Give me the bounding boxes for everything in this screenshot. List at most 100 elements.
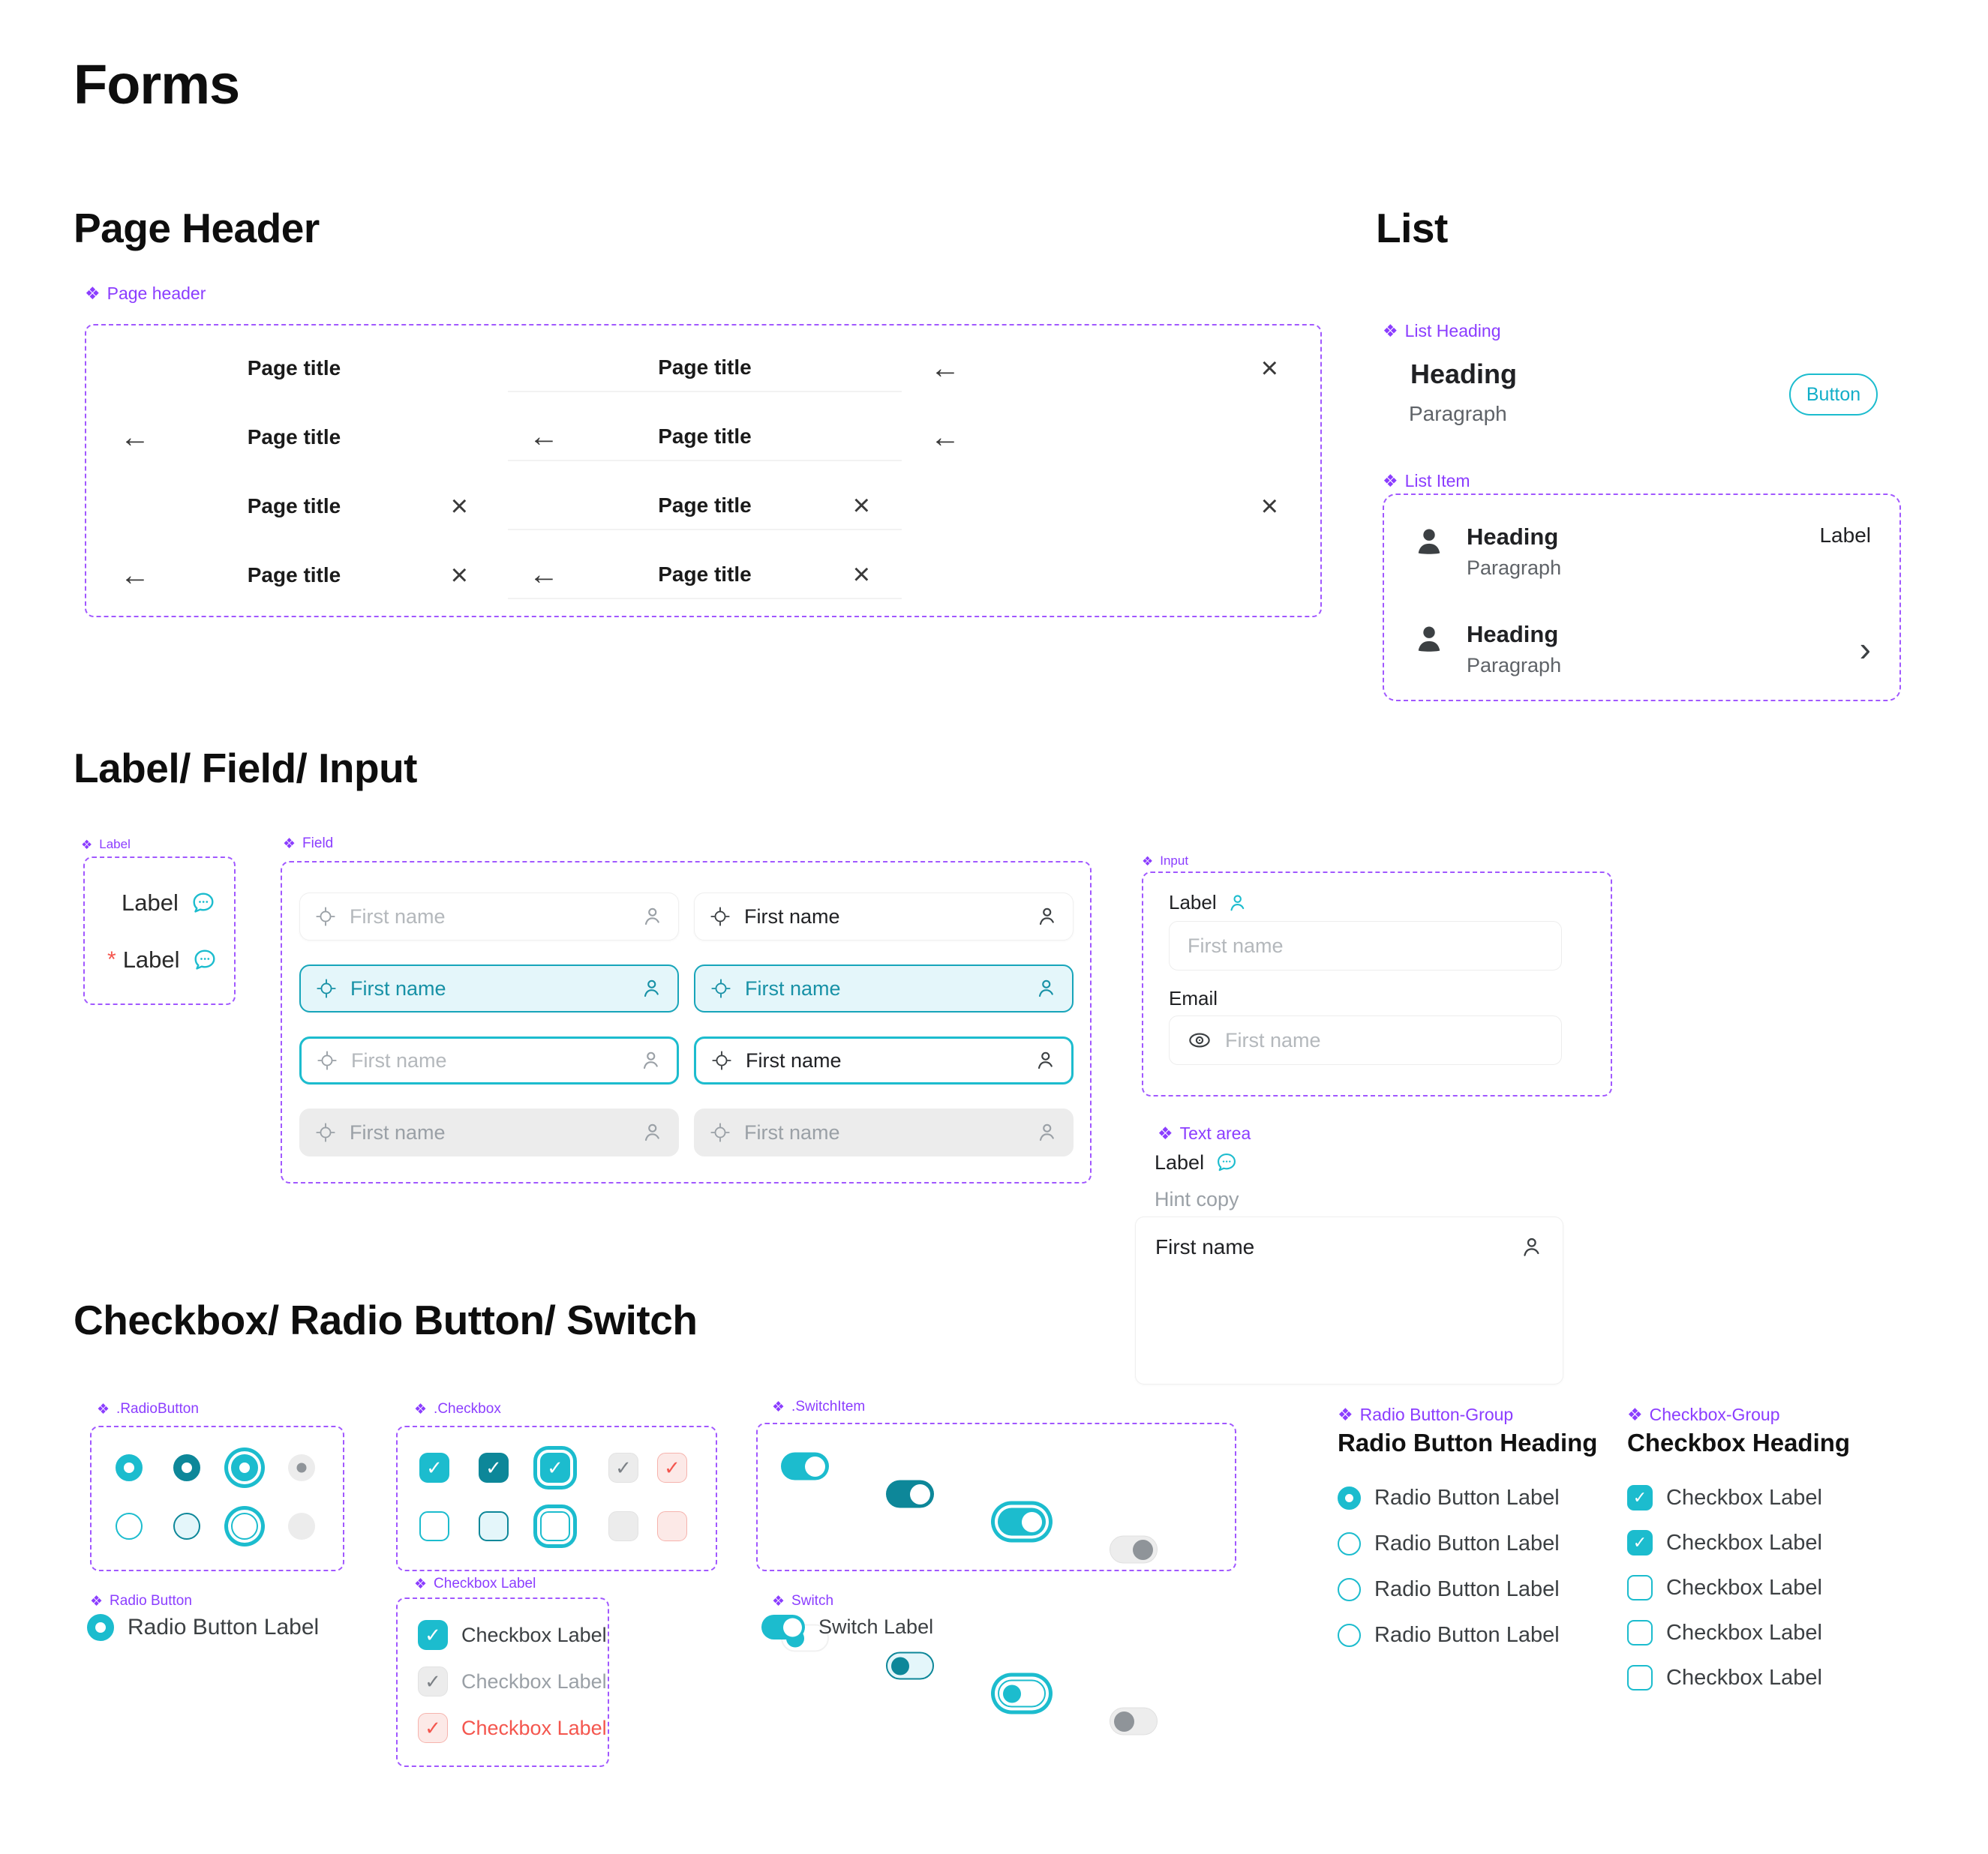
page-header-component-frame: Page title Page title ← × ← Page title ←… [85, 324, 1322, 617]
radio-selected[interactable] [116, 1454, 143, 1481]
radio-selected-focus[interactable] [231, 1454, 258, 1481]
switch-off-focus[interactable] [998, 1679, 1046, 1708]
checkbox-group-item[interactable]: Checkbox Label [1627, 1575, 1822, 1600]
switch-on[interactable] [781, 1452, 829, 1480]
component-diamond-icon: ❖ [1627, 1405, 1643, 1424]
checkbox-unchecked-error[interactable] [657, 1511, 687, 1541]
switch-label-text: Switch Label [818, 1616, 934, 1638]
switch-on-pressed[interactable] [886, 1480, 934, 1508]
eye-icon[interactable] [1188, 1028, 1212, 1052]
header-variant: ← Page title [508, 413, 902, 461]
section-heading-list: List [1376, 205, 1448, 251]
close-icon[interactable]: × [852, 488, 870, 522]
text-field-filled[interactable]: First name [694, 892, 1074, 940]
list-heading-paragraph: Paragraph [1409, 402, 1507, 425]
list-item[interactable]: Heading Paragraph Label [1413, 524, 1871, 580]
checkbox-checked[interactable]: ✓ [1627, 1485, 1653, 1510]
list-heading-button[interactable]: Button [1789, 374, 1878, 416]
switch-on-focus[interactable] [998, 1508, 1046, 1536]
textarea-input[interactable]: First name [1135, 1216, 1563, 1384]
close-icon[interactable]: × [450, 558, 468, 592]
checkbox-label-text: Checkbox Label [1666, 1620, 1822, 1645]
checkbox-unchecked[interactable] [1627, 1575, 1653, 1600]
radio-group-item[interactable]: Radio Button Label [1338, 1486, 1560, 1510]
person-outline-icon [1227, 892, 1248, 914]
checkbox-checked-error[interactable]: ✓ [418, 1713, 448, 1743]
radio-unselected[interactable] [1338, 1578, 1361, 1601]
checkbox-with-label[interactable]: ✓ Checkbox Label [418, 1620, 607, 1650]
checkbox-label-text: Checkbox Label [1666, 1530, 1822, 1555]
radio-with-label[interactable]: Radio Button Label [87, 1614, 319, 1641]
crosshair-icon [710, 978, 731, 999]
placeholder-text: First name [350, 904, 446, 928]
radio-group-item[interactable]: Radio Button Label [1338, 1623, 1560, 1648]
component-diamond-icon: ❖ [85, 284, 101, 303]
check-icon: ✓ [426, 1456, 443, 1479]
back-arrow-icon[interactable]: ← [930, 420, 960, 454]
radio-unselected-pressed[interactable] [173, 1513, 200, 1540]
back-arrow-icon[interactable]: ← [529, 557, 559, 591]
radio-unselected[interactable] [1338, 1532, 1361, 1556]
header-variant: Page title [114, 344, 474, 392]
page-title-text: Page title [247, 356, 341, 380]
close-icon[interactable]: × [1260, 351, 1278, 385]
checkbox-group-item[interactable]: ✓ Checkbox Label [1627, 1485, 1822, 1510]
component-tag-text-area: ❖ Text area [1158, 1124, 1251, 1143]
email-label: Email [1169, 987, 1218, 1010]
text-field-active-filled[interactable]: First name [694, 1036, 1074, 1084]
back-arrow-icon[interactable]: ← [930, 351, 960, 385]
switch-on[interactable] [761, 1615, 805, 1640]
section-heading-label-field-input: Label/ Field/ Input [74, 745, 418, 791]
checkbox-group-item[interactable]: ✓ Checkbox Label [1627, 1530, 1822, 1556]
checkbox-checked-error[interactable]: ✓ [657, 1453, 687, 1483]
text-field-active[interactable]: First name [299, 1036, 679, 1084]
text-field-default[interactable]: First name [299, 892, 679, 940]
checkbox-unchecked[interactable] [1627, 1620, 1653, 1646]
switch-knob [1133, 1539, 1153, 1560]
switch-with-label[interactable]: Switch Label [761, 1615, 933, 1640]
checkbox-checked-focus[interactable]: ✓ [540, 1453, 570, 1483]
checkbox-group-item[interactable]: Checkbox Label [1627, 1665, 1822, 1690]
component-tag-list-heading: ❖ List Heading [1383, 321, 1501, 340]
close-icon[interactable]: × [450, 489, 468, 523]
text-field-focused-tint[interactable]: First name [299, 964, 679, 1012]
checkbox-checked[interactable]: ✓ [418, 1620, 448, 1650]
close-icon[interactable]: × [852, 557, 870, 591]
checkbox-unchecked[interactable] [419, 1511, 449, 1541]
list-item[interactable]: Heading Paragraph › [1413, 621, 1871, 677]
chevron-right-icon[interactable]: › [1859, 629, 1871, 669]
radio-selected-pressed[interactable] [173, 1454, 200, 1481]
radio-selected[interactable] [1338, 1486, 1361, 1510]
checkbox-checked[interactable]: ✓ [419, 1453, 449, 1483]
radio-unselected[interactable] [116, 1513, 143, 1540]
tooltip-chat-icon[interactable] [190, 890, 217, 916]
check-icon: ✓ [1632, 1533, 1647, 1552]
radio-group-item[interactable]: Radio Button Label [1338, 1532, 1560, 1556]
component-diamond-icon: ❖ [1338, 1405, 1353, 1424]
list-item-trailing-label: Label [1819, 524, 1871, 547]
checkbox-unchecked-focus[interactable] [540, 1511, 570, 1541]
radio-unselected-focus[interactable] [231, 1513, 258, 1540]
email-input[interactable]: First name [1169, 1016, 1562, 1065]
checkbox-with-label-error[interactable]: ✓ Checkbox Label [418, 1713, 607, 1743]
checkbox-checked[interactable]: ✓ [1627, 1530, 1653, 1556]
text-field-focused-tint[interactable]: First name [694, 964, 1074, 1012]
checkbox-unchecked-pressed[interactable] [479, 1511, 509, 1541]
close-icon[interactable]: × [1260, 489, 1278, 523]
radio-selected[interactable] [87, 1614, 114, 1641]
radio-group-item[interactable]: Radio Button Label [1338, 1577, 1560, 1602]
checkbox-unchecked[interactable] [1627, 1665, 1653, 1690]
tooltip-chat-icon[interactable] [1215, 1150, 1239, 1174]
checkbox-group-item[interactable]: Checkbox Label [1627, 1620, 1822, 1646]
tooltip-chat-icon[interactable] [191, 946, 218, 974]
first-name-input[interactable]: First name [1169, 921, 1562, 970]
back-arrow-icon[interactable]: ← [120, 558, 150, 592]
radio-unselected[interactable] [1338, 1624, 1361, 1647]
switch-off-pressed[interactable] [886, 1652, 934, 1680]
checkbox-with-label-disabled: ✓ Checkbox Label [418, 1666, 607, 1696]
checkbox-checked-pressed[interactable]: ✓ [479, 1453, 509, 1483]
back-arrow-icon[interactable]: ← [529, 419, 559, 453]
back-arrow-icon[interactable]: ← [120, 420, 150, 454]
component-tag-switch: ❖ Switch [772, 1593, 834, 1610]
page-title-text: Page title [658, 494, 752, 517]
